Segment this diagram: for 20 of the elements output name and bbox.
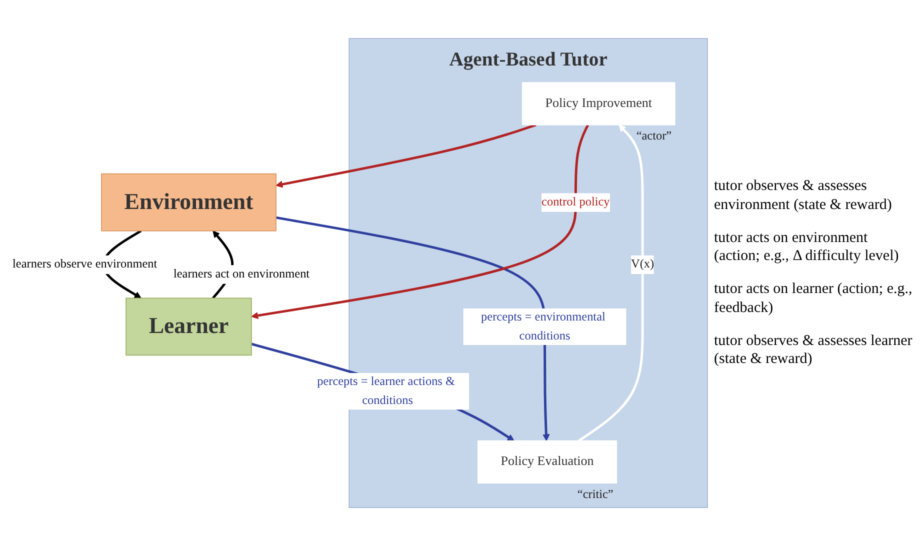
node-box: Policy Evaluation bbox=[477, 440, 618, 484]
edge-label: percepts = environmental conditions bbox=[481, 310, 606, 342]
role-label: “critic” bbox=[577, 486, 614, 501]
arrow bbox=[251, 124, 590, 320]
arrow bbox=[578, 124, 644, 442]
arrow bbox=[276, 124, 536, 188]
edge-label: V(x) bbox=[631, 258, 654, 271]
arrow bbox=[276, 216, 550, 442]
arrow bbox=[251, 342, 514, 442]
edge-label: control policy bbox=[542, 196, 610, 209]
role-label: “actor” bbox=[636, 128, 672, 143]
annotation-text: tutor observes & assesses learner (state & reward) bbox=[714, 332, 914, 369]
annotation-text: tutor observes & assesses environment (state & reward) bbox=[714, 177, 893, 214]
node-box: Environment bbox=[101, 173, 276, 232]
node-box: Policy Improvement bbox=[522, 82, 676, 126]
node-box: Learner bbox=[126, 298, 252, 356]
annotation-text: tutor acts on environment (action; e.g., Δ difficulty level) bbox=[714, 228, 900, 266]
annotation-text: tutor acts on learner (action; e.g., feedback) bbox=[714, 280, 914, 318]
edge-label: learners observe environment bbox=[12, 258, 158, 271]
edge-label: learners act on environment bbox=[173, 268, 310, 281]
